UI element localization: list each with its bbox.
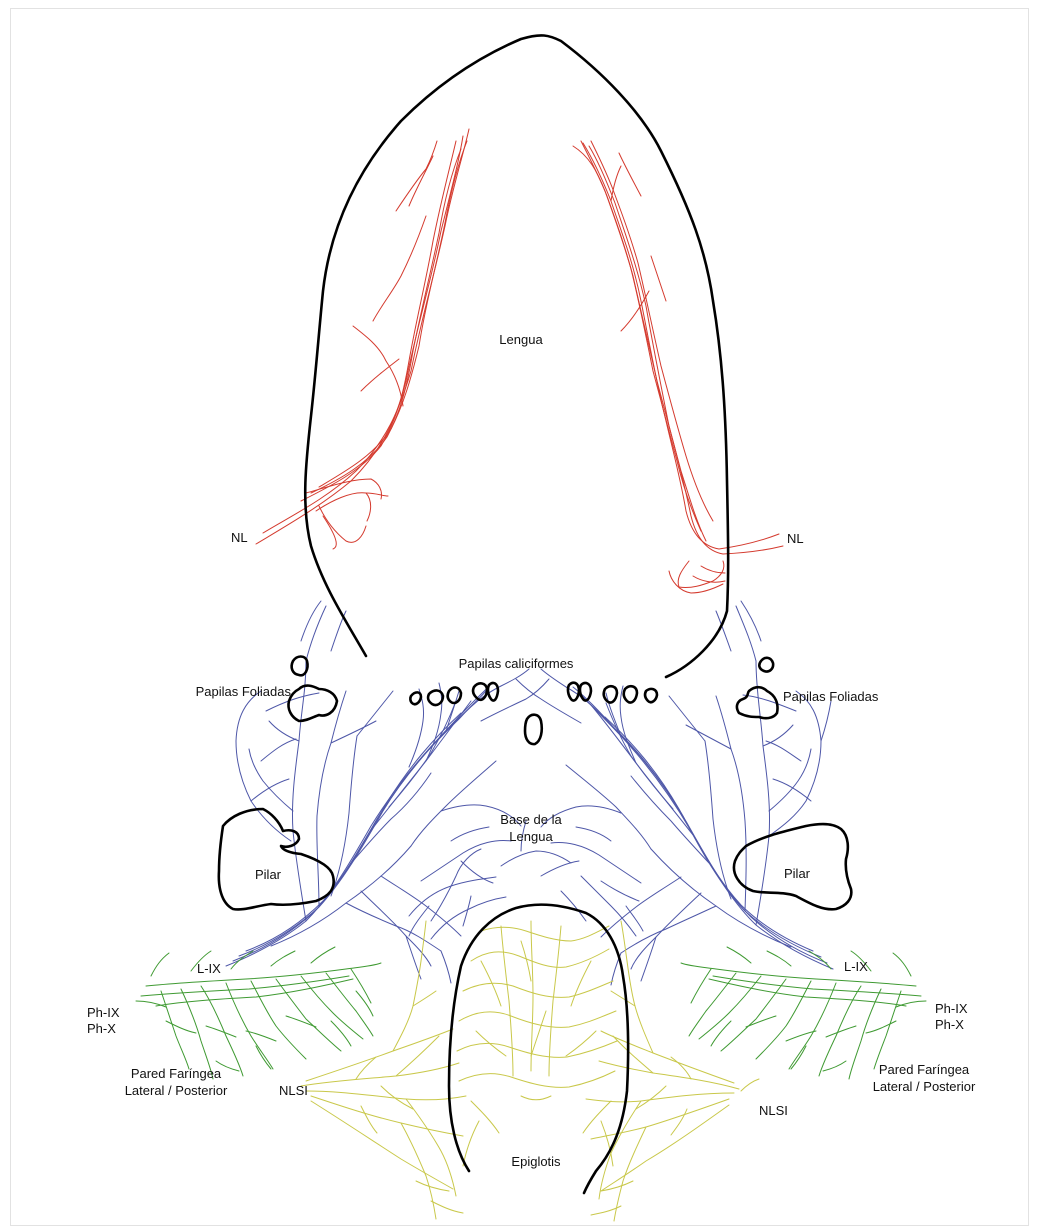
papila-foliada-left-2 — [288, 686, 337, 721]
label-phx-left: Ph-X — [87, 1021, 116, 1036]
label-nlsi-right: NLSI — [759, 1103, 788, 1118]
label-lengua: Lengua — [481, 332, 561, 347]
label-pared-left-2: Lateral / Posterior — [101, 1083, 251, 1098]
epiglottis-outline — [449, 905, 628, 1193]
label-phix-left: Ph-IX — [87, 1005, 120, 1020]
pharyngeal-right — [681, 947, 926, 1079]
label-papilas-caliciformes: Papilas caliciformes — [436, 656, 596, 671]
label-papilas-foliadas-right: Papilas Foliadas — [783, 689, 878, 704]
lingual-nerve-branches — [256, 129, 783, 593]
label-phix-right: Ph-IX — [935, 1001, 968, 1016]
epiglottis-branches — [457, 921, 617, 1166]
lingual-nerve-right — [573, 141, 783, 593]
label-nl-right: NL — [787, 531, 804, 546]
label-epiglotis: Epiglotis — [491, 1154, 581, 1169]
label-nl-left: NL — [231, 530, 248, 545]
label-pilar-right: Pilar — [784, 866, 810, 881]
label-lix-right: L-IX — [844, 959, 868, 974]
label-pared-left-1: Pared Faríngea — [101, 1066, 251, 1081]
lingual-nerve-left — [256, 129, 469, 549]
pharyngeal-left — [136, 947, 381, 1079]
label-lix-left: L-IX — [197, 961, 221, 976]
tongue-outline — [305, 35, 728, 677]
label-papilas-foliadas-left: Papilas Foliadas — [141, 684, 291, 699]
label-pilar-left: Pilar — [255, 867, 281, 882]
nlsi-left — [301, 921, 466, 1219]
label-nlsi-left: NLSI — [279, 1083, 308, 1098]
label-phx-right: Ph-X — [935, 1017, 964, 1032]
anatomical-outlines — [219, 35, 852, 1193]
nlsi-right — [586, 921, 759, 1221]
figure-frame: Lengua NL NL Papilas caliciformes Papila… — [10, 8, 1029, 1226]
papila-foliada-left-1 — [292, 657, 308, 676]
label-pared-right-2: Lateral / Posterior — [849, 1079, 999, 1094]
label-base-lengua-2: Lengua — [481, 829, 581, 844]
label-base-lengua-1: Base de la — [481, 812, 581, 827]
nerve-diagram — [11, 9, 1028, 1225]
papila-foliada-right-1 — [759, 658, 773, 672]
label-pared-right-1: Pared Faríngea — [849, 1062, 999, 1077]
